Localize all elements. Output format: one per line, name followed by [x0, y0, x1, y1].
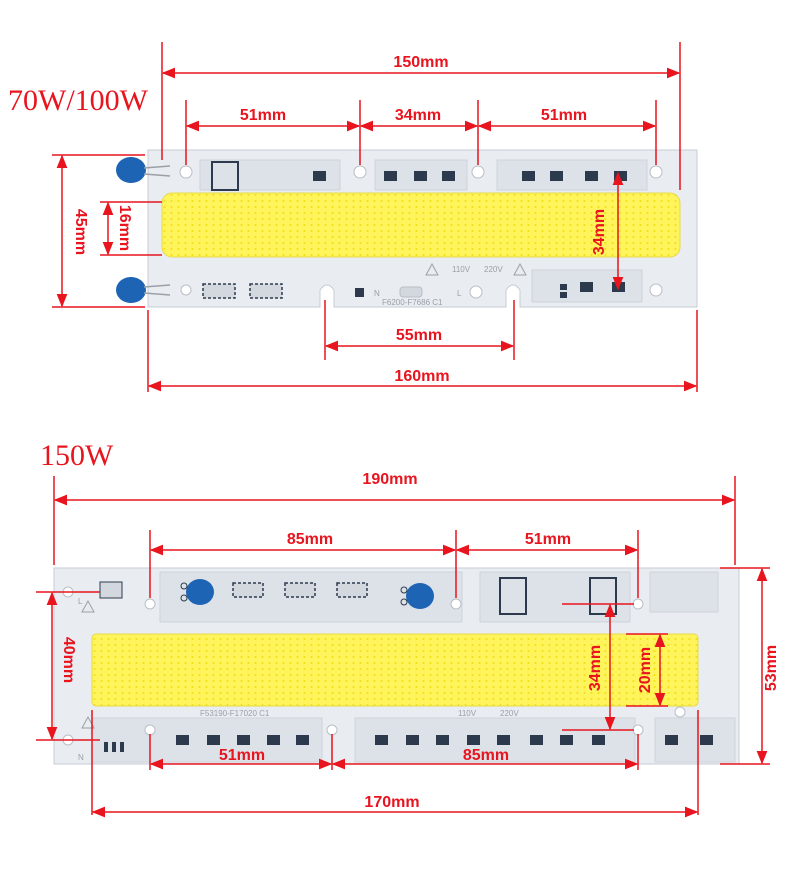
- bottom-dim-bottom-left-spacing: 51mm: [219, 747, 265, 764]
- bottom-dim-overall-length: 170mm: [364, 794, 419, 811]
- bottom-hole: [450, 598, 462, 610]
- top-dim-overall-width: 150mm: [393, 54, 448, 71]
- bottom-dim-bottom-right-spacing: 85mm: [463, 747, 509, 764]
- warning-icon: [81, 599, 95, 613]
- top-capacitor: [116, 277, 146, 303]
- top-silk-live: L: [457, 289, 462, 298]
- top-dim-emitter-height: 16mm: [116, 205, 133, 251]
- smd-pad: [550, 171, 563, 181]
- smd-pad: [522, 171, 535, 181]
- smd-pad: [176, 735, 189, 745]
- bottom-hole: [632, 724, 644, 736]
- bottom-dim-board-height-right: 53mm: [763, 645, 780, 691]
- top-silk-110v: 110V: [452, 265, 471, 274]
- warning-icon: [425, 262, 439, 276]
- bottom-hole: [674, 706, 686, 718]
- bottom-silk-220v: 220V: [500, 709, 519, 718]
- top-silk-part-number: F6200-F7686 C1: [382, 298, 443, 307]
- bottom-panel-title: 150W: [40, 439, 114, 472]
- top-silk-neutral: N: [374, 289, 380, 298]
- bottom-ic-chip: [499, 577, 527, 615]
- bottom-hole: [632, 598, 644, 610]
- smd-pad: [560, 284, 567, 290]
- smd-pad: [614, 171, 627, 181]
- bottom-dim-board-height-left: 40mm: [60, 637, 77, 683]
- top-connector-pad: [355, 288, 364, 297]
- smd-pad: [665, 735, 678, 745]
- bottom-dimension-lines: [36, 476, 770, 818]
- bottom-panel: 150W: [36, 439, 780, 818]
- top-hole: [469, 285, 483, 299]
- top-dim-board-height: 45mm: [72, 209, 89, 255]
- smd-pad: [560, 292, 567, 298]
- top-hole: [179, 165, 193, 179]
- bottom-hole: [144, 724, 156, 736]
- top-ic-chip: [211, 161, 239, 191]
- smd-pad: [467, 735, 480, 745]
- smd-pad: [497, 735, 510, 745]
- smd-pad: [296, 735, 309, 745]
- bottom-resistor: [284, 582, 316, 598]
- smd-pad: [313, 171, 326, 181]
- bottom-silk-part-number: F53190-F17020 C1: [200, 709, 270, 718]
- top-hole: [180, 284, 192, 296]
- smd-pad: [375, 735, 388, 745]
- warning-icon: [513, 262, 527, 276]
- smd-pad: [436, 735, 449, 745]
- top-dim-vertical-hole-spacing: 34mm: [591, 209, 608, 255]
- top-resistor: [202, 283, 236, 299]
- top-dim-right-hole-spacing: 51mm: [541, 107, 587, 124]
- top-dim-overall-length: 160mm: [394, 368, 449, 385]
- smd-pad: [530, 735, 543, 745]
- smd-pad: [384, 171, 397, 181]
- bottom-capacitor: [186, 579, 214, 605]
- top-panel-title: 70W/100W: [8, 84, 149, 117]
- top-dim-center-hole-spacing: 34mm: [395, 107, 441, 124]
- smd-pad: [585, 171, 598, 181]
- bottom-dim-right-hole-spacing: 51mm: [525, 531, 571, 548]
- top-cob-emitter: [161, 192, 681, 258]
- smd-pad: [207, 735, 220, 745]
- smd-pad: [237, 735, 250, 745]
- bottom-ic-chip: [589, 577, 617, 615]
- bottom-silk-110v: 110V: [458, 709, 477, 718]
- top-hole: [471, 165, 485, 179]
- smd-pad: [700, 735, 713, 745]
- bottom-silk-neutral: N: [78, 753, 84, 762]
- smd-pad: [560, 735, 573, 745]
- smd-pad: [406, 735, 419, 745]
- smd-pad: [580, 282, 593, 292]
- top-panel: 70W/100W: [8, 42, 698, 392]
- top-resistor: [249, 283, 283, 299]
- top-pcb-board: N L F6200-F7686 C1 110V 220V: [116, 149, 698, 308]
- top-silk-220v: 220V: [484, 265, 503, 274]
- bottom-hole: [326, 724, 338, 736]
- top-dim-left-hole-spacing: 51mm: [240, 107, 286, 124]
- smd-pad: [414, 171, 427, 181]
- bottom-dim-vertical-hole-spacing: 34mm: [587, 645, 604, 691]
- smd-pad: [267, 735, 280, 745]
- bottom-pcb-board: F53190-F17020 C1 110V 220V L N: [53, 567, 740, 765]
- top-hole: [649, 165, 663, 179]
- bottom-capacitor: [406, 583, 434, 609]
- top-hole: [353, 165, 367, 179]
- bottom-dim-overall-width: 190mm: [362, 471, 417, 488]
- top-dimension-lines: [52, 42, 698, 392]
- top-capacitor: [116, 157, 146, 183]
- bottom-dim-left-hole-spacing: 85mm: [287, 531, 333, 548]
- warning-icon: [81, 715, 95, 729]
- top-hole: [649, 283, 663, 297]
- top-dim-bottom-notch-spacing: 55mm: [396, 327, 442, 344]
- bottom-resistor: [232, 582, 264, 598]
- bottom-cob-emitter: [91, 633, 699, 707]
- bottom-hole: [144, 598, 156, 610]
- bottom-silk-live: L: [78, 597, 83, 606]
- bottom-resistor: [336, 582, 368, 598]
- smd-pad: [442, 171, 455, 181]
- bottom-dim-emitter-height: 20mm: [637, 647, 654, 693]
- smd-pad: [592, 735, 605, 745]
